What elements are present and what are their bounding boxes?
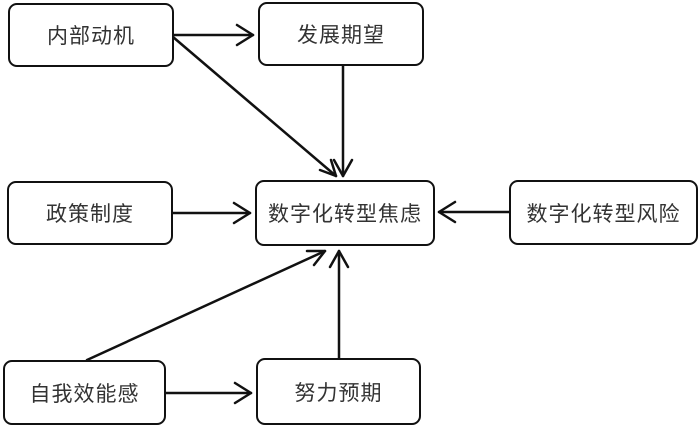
- node-policy-system: 政策制度: [7, 181, 173, 245]
- node-effort-expectancy: 努力预期: [256, 358, 421, 425]
- node-internal-motivation: 内部动机: [8, 3, 174, 67]
- edge-self-efficacy-to-effort-expectancy: [163, 381, 253, 405]
- node-development-expectation: 发展期望: [258, 2, 424, 66]
- edge-internal-motivation-to-development-expectation: [171, 23, 255, 47]
- edge-internal-motivation-to-digital-anxiety: [171, 35, 338, 178]
- edge-policy-system-to-digital-anxiety: [170, 201, 252, 225]
- node-digital-transformation-anxiety: 数字化转型焦虑: [255, 180, 435, 246]
- edge-self-efficacy-to-digital-anxiety: [85, 249, 327, 362]
- edge-development-expectation-to-digital-anxiety: [332, 63, 354, 178]
- edge-digital-risk-to-digital-anxiety: [437, 200, 511, 224]
- edge-effort-expectancy-to-digital-anxiety: [328, 249, 350, 360]
- node-digital-transformation-risk: 数字化转型风险: [509, 180, 698, 245]
- node-self-efficacy: 自我效能感: [3, 360, 166, 425]
